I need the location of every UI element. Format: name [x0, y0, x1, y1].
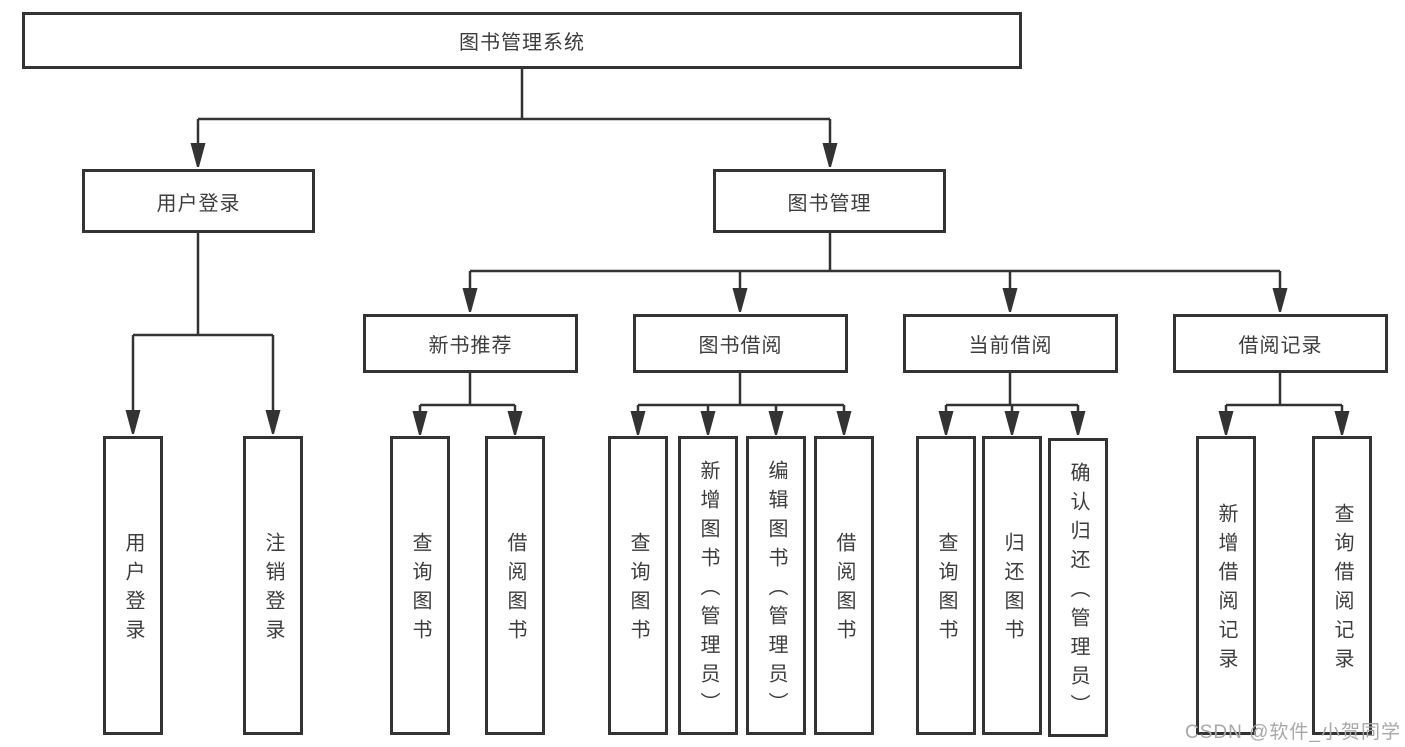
- node-label: 借阅记录: [1238, 335, 1323, 357]
- leaf-label: 注销登录: [262, 532, 284, 648]
- leaf-label: 归还图书: [1001, 532, 1023, 648]
- leaf-confirm-return-admin: 确认归还（管理员）: [1048, 438, 1108, 737]
- leaf-add-books-admin: 新增图书（管理员）: [678, 436, 738, 735]
- leaf-label: 查询借阅记录: [1331, 503, 1353, 677]
- leaf-user-login: 用户登录: [103, 436, 163, 735]
- leaf-logout: 注销登录: [243, 436, 303, 735]
- csdn-watermark: CSDN @软件_小贺同学: [1185, 722, 1401, 743]
- leaf-query-books-borrow: 查询图书: [608, 436, 668, 735]
- leaf-label: 用户登录: [122, 532, 144, 648]
- leaf-query-books-current: 查询图书: [916, 436, 976, 735]
- node-label: 当前借阅: [968, 335, 1053, 357]
- leaf-label: 新增图书（管理员）: [697, 459, 719, 721]
- leaf-borrow-books-recommend: 借阅图书: [485, 436, 545, 735]
- node-label: 图书管理: [787, 192, 872, 215]
- leaf-query-borrow-record: 查询借阅记录: [1312, 436, 1372, 735]
- leaf-borrow-books: 借阅图书: [814, 436, 874, 735]
- leaf-label: 借阅图书: [504, 532, 526, 648]
- leaf-label: 新增借阅记录: [1215, 503, 1237, 677]
- leaf-query-books-recommend: 查询图书: [390, 436, 450, 735]
- node-label: 新书推荐: [428, 335, 513, 357]
- leaf-edit-books-admin: 编辑图书（管理员）: [746, 436, 806, 735]
- node-book-management: 图书管理: [713, 169, 946, 233]
- node-library-management-system: 图书管理系统: [22, 12, 1022, 69]
- node-label: 图书管理系统: [459, 32, 585, 54]
- node-label: 用户登录: [156, 192, 241, 215]
- leaf-return-books: 归还图书: [982, 436, 1042, 735]
- node-borrowing-records: 借阅记录: [1173, 314, 1388, 373]
- node-book-borrowing: 图书借阅: [633, 314, 848, 373]
- leaf-label: 查询图书: [935, 532, 957, 648]
- node-new-book-recommendation: 新书推荐: [363, 314, 578, 373]
- node-user-login: 用户登录: [82, 169, 315, 233]
- leaf-label: 确认归还（管理员）: [1067, 461, 1089, 723]
- leaf-add-borrow-record: 新增借阅记录: [1196, 436, 1256, 735]
- leaf-label: 编辑图书（管理员）: [765, 459, 787, 721]
- leaf-label: 查询图书: [409, 532, 431, 648]
- node-label: 图书借阅: [698, 335, 783, 357]
- node-current-borrowing: 当前借阅: [903, 314, 1118, 373]
- leaf-label: 查询图书: [627, 532, 649, 648]
- leaf-label: 借阅图书: [833, 532, 855, 648]
